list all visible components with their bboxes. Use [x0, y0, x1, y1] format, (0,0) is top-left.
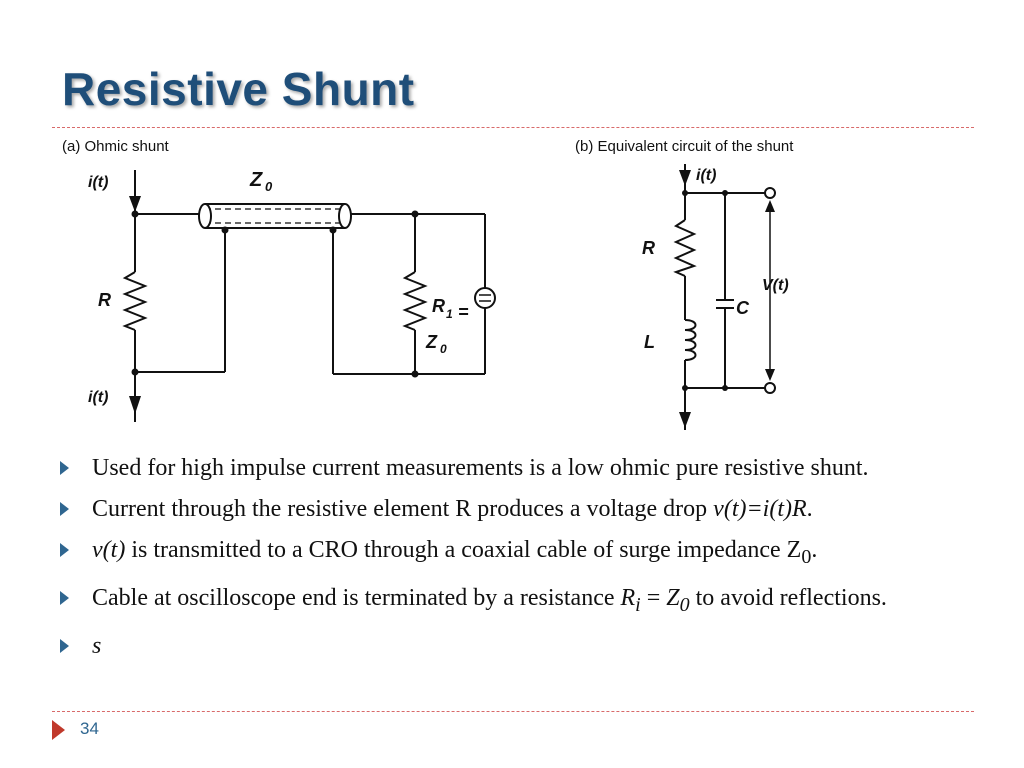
label-termination-z-sub: 0 [440, 342, 447, 356]
bullet-arrow-icon [60, 543, 69, 557]
equivalent-resistor [673, 219, 697, 277]
bullet-item: s [60, 630, 960, 662]
bottom-divider [52, 711, 974, 712]
bullet-formula-r: R [620, 584, 636, 611]
label-termination-z: Z [425, 332, 438, 352]
bullet-formula-z: Z [666, 584, 680, 611]
label-termination-eq: = [458, 302, 469, 322]
bullet-subscript: 0 [801, 545, 812, 568]
current-arrow-icon [679, 170, 691, 186]
top-divider [52, 127, 974, 128]
bullet-subscript-0: 0 [679, 593, 690, 616]
figure-a-caption: (a) Ohmic shunt [62, 138, 169, 155]
coaxial-cable [198, 203, 352, 229]
label-current: i(t) [696, 167, 716, 184]
label-cable: Z [249, 169, 263, 191]
bullet-item: Cable at oscilloscope end is terminated … [60, 582, 960, 621]
page-number: 34 [80, 719, 99, 738]
bullet-text-end: . [806, 496, 813, 522]
bullet-arrow-icon [60, 590, 69, 605]
bullet-arrow-icon [60, 461, 69, 475]
label-inductor: L [644, 332, 655, 352]
label-termination-sub: 1 [446, 307, 453, 321]
label-cable-sub: 0 [265, 179, 273, 194]
bullet-text: Used for high impulse current measuremen… [92, 455, 869, 481]
label-current-bottom: i(t) [88, 389, 108, 406]
bullet-item: Current through the resistive element R … [60, 493, 960, 525]
bullet-formula: v(t)=i(t)R [713, 496, 807, 522]
cro-icon [474, 287, 496, 309]
page-marker-icon [52, 720, 65, 740]
ohmic-shunt-diagram: i(t) i(t) R Z 0 R 1 = Z 0 [88, 169, 496, 422]
equivalent-circuit-diagram: i(t) R L C V(t) [642, 164, 789, 430]
bullet-item: v(t) is transmitted to a CRO through a c… [60, 534, 960, 573]
shunt-resistor [122, 271, 148, 331]
current-arrow-top-icon [129, 196, 141, 212]
label-resistor-b: R [642, 238, 655, 258]
bullet-text-end: . [811, 537, 818, 563]
slide-title: Resistive Shunt [62, 63, 415, 115]
current-arrow-bottom-icon [129, 396, 141, 414]
label-termination: R [432, 296, 445, 316]
bullet-item: Used for high impulse current measuremen… [60, 452, 960, 484]
bullet-formula: v(t) [92, 537, 126, 563]
bullet-text: s [92, 632, 102, 659]
figure-b-caption: (b) Equivalent circuit of the shunt [575, 138, 794, 155]
bullet-text: is transmitted to a CRO through a coaxia… [125, 537, 802, 563]
bullet-list: Used for high impulse current measuremen… [60, 452, 960, 671]
label-current-top: i(t) [88, 174, 108, 191]
bullet-subscript-i: i [635, 593, 641, 616]
output-terminal-bottom [764, 382, 776, 394]
termination-resistor [402, 271, 428, 331]
label-voltage: V(t) [762, 277, 789, 294]
bullet-arrow-icon [60, 502, 69, 516]
label-resistor: R [98, 290, 111, 310]
label-capacitor: C [736, 298, 750, 318]
bullet-text: Current through the resistive element R … [92, 496, 714, 522]
bullet-text: Cable at oscilloscope end is terminated … [92, 584, 621, 611]
current-arrow-out-icon [679, 412, 691, 428]
bullet-equals: = [640, 584, 667, 611]
bullet-arrow-icon [60, 638, 69, 653]
equivalent-inductor [684, 319, 697, 361]
output-terminal-top [764, 187, 776, 199]
bullet-text-end: to avoid reflections. [689, 584, 887, 611]
